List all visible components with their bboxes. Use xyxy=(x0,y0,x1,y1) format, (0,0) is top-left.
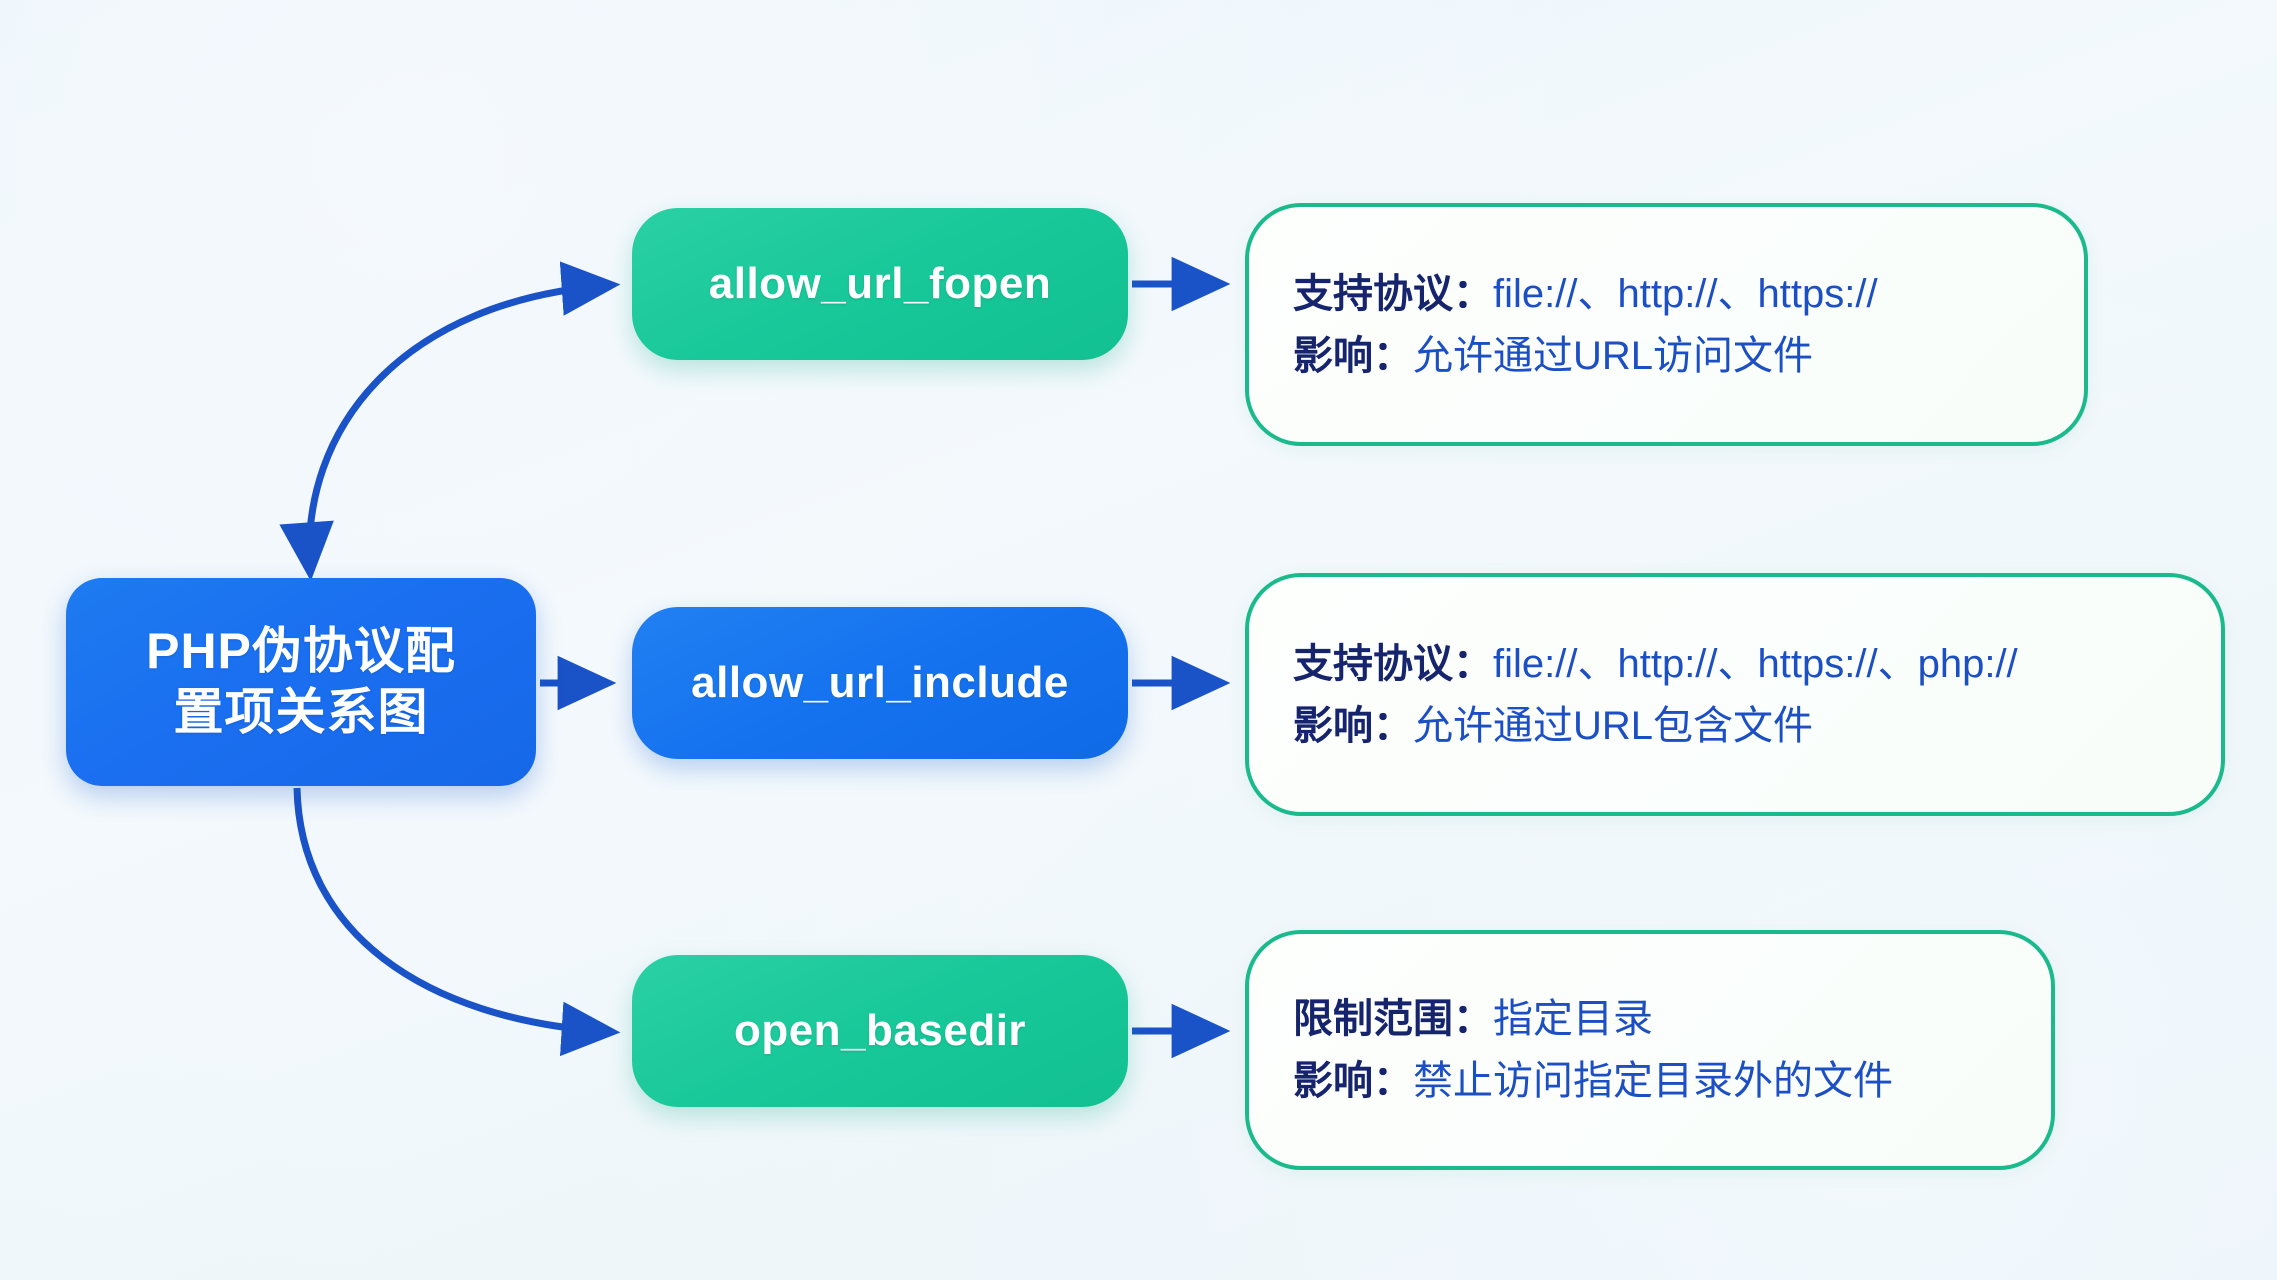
edge-root-to-open-basedir xyxy=(293,787,621,1057)
detail-label: 限制范围： xyxy=(1293,997,1493,1041)
detail-label: 支持协议： xyxy=(1293,641,1493,686)
detail-card-open-basedir: 限制范围：指定目录 影响：禁止访问指定目录外的文件 xyxy=(1245,930,2055,1170)
node-open-basedir-label: open_basedir xyxy=(733,1006,1027,1055)
node-open-basedir[interactable]: open_basedir xyxy=(632,955,1128,1107)
detail-card-allow-url-include: 支持协议：file://、http://、https://、php:// 影响：… xyxy=(1245,573,2225,816)
node-allow-url-fopen-label: allow_url_fopen xyxy=(708,259,1052,308)
detail-label: 影响： xyxy=(1293,703,1413,748)
node-allow-url-include[interactable]: allow_url_include xyxy=(632,607,1128,759)
detail-value: 允许通过URL访问文件 xyxy=(1413,333,1814,378)
node-allow-url-fopen[interactable]: allow_url_fopen xyxy=(632,208,1128,360)
root-node-php-wrapper-config[interactable]: PHP伪协议配 置项关系图 xyxy=(66,578,536,786)
detail-value: 允许通过URL包含文件 xyxy=(1413,703,1814,748)
detail-value: 禁止访问指定目录外的文件 xyxy=(1413,1059,1893,1103)
detail-line-impact: 影响：允许通过URL包含文件 xyxy=(1293,695,2177,757)
detail-value: file://、http://、https:// xyxy=(1493,271,1878,316)
detail-line-impact: 影响：允许通过URL访问文件 xyxy=(1293,325,2040,387)
edge-root-to-allow-url-fopen xyxy=(279,261,621,582)
detail-value: file://、http://、https://、php:// xyxy=(1493,641,2018,686)
detail-label: 影响： xyxy=(1293,1059,1413,1103)
root-node-label: PHP伪协议配 置项关系图 xyxy=(146,623,456,740)
detail-line-impact: 影响：禁止访问指定目录外的文件 xyxy=(1293,1050,2007,1112)
detail-line-scope: 限制范围：指定目录 xyxy=(1293,988,2007,1050)
detail-label: 支持协议： xyxy=(1293,271,1493,316)
detail-value: 指定目录 xyxy=(1493,997,1653,1041)
detail-line-protocols: 支持协议：file://、http://、https:// xyxy=(1293,263,2040,325)
detail-label: 影响： xyxy=(1293,333,1413,378)
detail-line-protocols: 支持协议：file://、http://、https://、php:// xyxy=(1293,633,2177,695)
node-allow-url-include-label: allow_url_include xyxy=(691,658,1069,707)
detail-card-allow-url-fopen: 支持协议：file://、http://、https:// 影响：允许通过URL… xyxy=(1245,203,2088,446)
